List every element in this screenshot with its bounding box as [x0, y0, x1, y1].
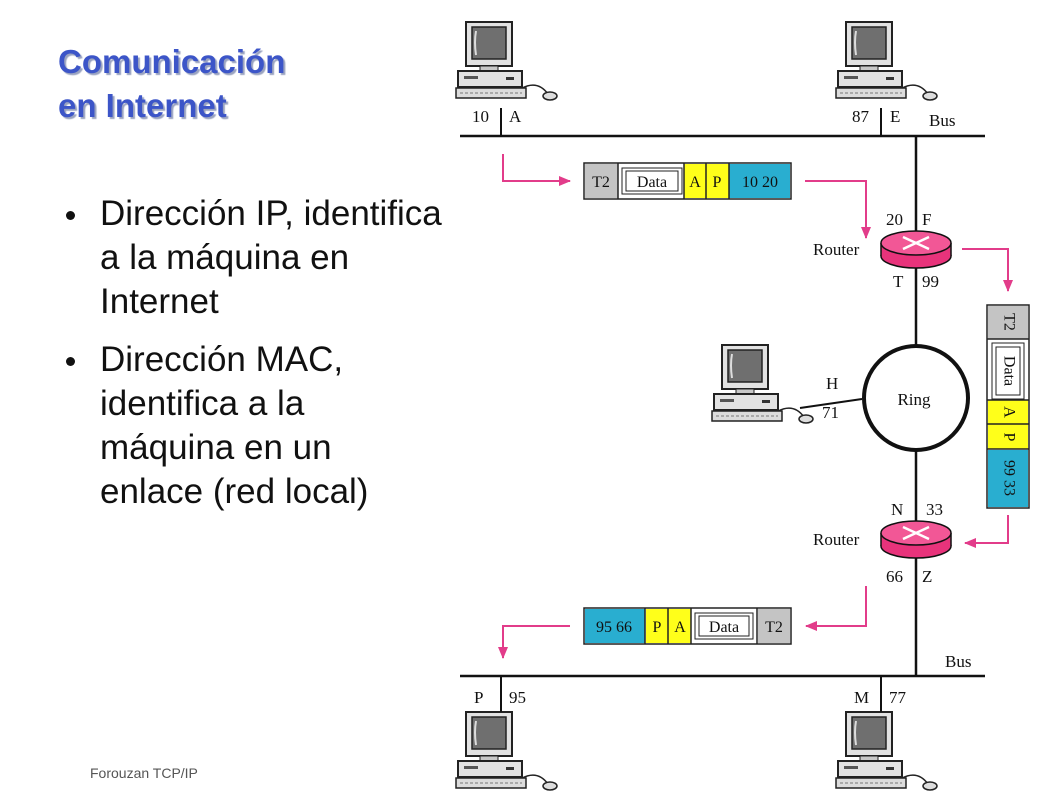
flow-arrow-6: [498, 625, 570, 659]
router1-bottom-phys: 99: [922, 272, 939, 291]
packet2-phys: 99 33: [1000, 460, 1017, 496]
packet3-ip-dst: P: [653, 619, 662, 636]
bullet-dot-icon: [66, 357, 75, 366]
flow-arrow-1: [502, 154, 571, 186]
packet-2: T2 Data A P 99 33: [986, 304, 1030, 509]
packet3-trailer: T2: [765, 619, 783, 636]
flow-arrow-5: [805, 586, 867, 631]
bullet-mac-text: Dirección MAC, identifica a la máquina e…: [100, 340, 369, 511]
computer-a-icon: [455, 21, 558, 101]
packet1-ip-dst: P: [713, 174, 722, 191]
flow-arrow-3: [962, 248, 1013, 292]
packet-3: 95 66 P A Data T2: [583, 607, 792, 645]
router1-top-logical: F: [922, 210, 931, 229]
bullet-ip-text: Dirección IP, identifica a la máquina en…: [100, 194, 442, 321]
packet3-phys: 95 66: [596, 619, 632, 636]
router-1-icon: [880, 230, 952, 269]
host-e-logical: E: [890, 107, 900, 126]
token-ring: [862, 344, 970, 452]
host-p-logical: P: [474, 688, 483, 707]
computer-e-icon: [835, 21, 938, 101]
packet1-data: Data: [637, 174, 667, 191]
flow-arrow-4: [964, 515, 1009, 548]
slide-title: Comunicación en Internet: [58, 40, 285, 128]
computer-h-icon: [711, 344, 814, 424]
packet1-trailer: T2: [592, 174, 610, 191]
router2-top-phys: 33: [926, 500, 943, 519]
router-2-icon: [880, 520, 952, 559]
host-h-phys: 71: [822, 403, 839, 422]
router2-label: Router: [813, 530, 860, 549]
packet2-trailer: T2: [1000, 313, 1017, 331]
title-line-1: Comunicación: [58, 43, 286, 80]
host-m-phys: 77: [889, 688, 907, 707]
host-h-link: [799, 398, 863, 409]
router2-bottom-phys: 66: [886, 567, 903, 586]
flow-arrow-2: [805, 180, 871, 239]
host-a-phys: 10: [472, 107, 489, 126]
host-m-logical: M: [854, 688, 869, 707]
host-e-phys: 87: [852, 107, 870, 126]
router2-bottom-logical: Z: [922, 567, 932, 586]
bullet-ip: Dirección IP, identifica a la máquina en…: [62, 192, 442, 324]
router2-top-logical: N: [891, 500, 903, 519]
packet3-ip-src: A: [674, 619, 686, 636]
router1-bottom-logical: T: [893, 272, 904, 291]
footer-credit: Forouzan TCP/IP: [90, 765, 198, 781]
router1-top-phys: 20: [886, 210, 903, 229]
router1-label: Router: [813, 240, 860, 259]
title-line-2: en Internet: [58, 87, 227, 124]
top-bus-label: Bus: [929, 111, 955, 130]
host-a-logical: A: [509, 107, 522, 126]
computer-p-icon: [455, 711, 558, 791]
bullet-list: Dirección IP, identifica a la máquina en…: [62, 192, 442, 528]
host-p-phys: 95: [509, 688, 526, 707]
packet2-ip-src: A: [1000, 406, 1017, 418]
bullet-dot-icon: [66, 211, 75, 220]
packet1-phys: 10 20: [742, 174, 778, 191]
ring-label: Ring: [897, 390, 931, 409]
packet2-ip-dst: P: [1000, 433, 1017, 442]
packet-1: T2 Data A P 10 20: [583, 162, 792, 200]
host-h-logical: H: [826, 374, 838, 393]
bottom-bus-label: Bus: [945, 652, 971, 671]
computer-m-icon: [835, 711, 938, 791]
packet1-ip-src: A: [689, 174, 701, 191]
bullet-mac: Dirección MAC, identifica a la máquina e…: [62, 338, 442, 514]
packet3-data: Data: [709, 619, 739, 636]
packet2-data: Data: [1000, 356, 1017, 386]
